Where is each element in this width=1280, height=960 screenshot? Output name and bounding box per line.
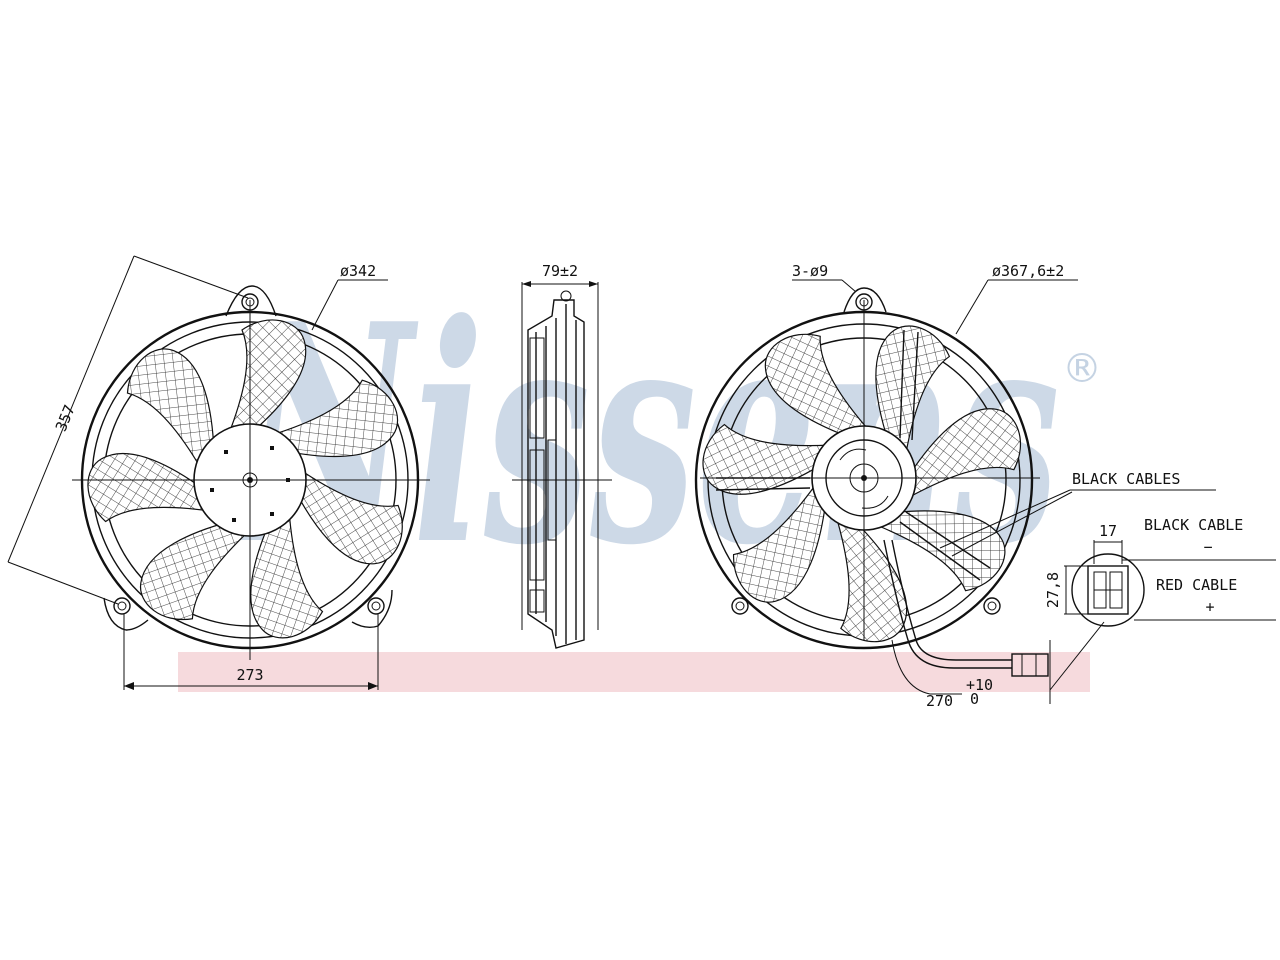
- rear-view: 270 +10 0 3-ø9 ø367,6±2 BLACK CABLES: [693, 262, 1216, 710]
- label-red-cable: RED CABLE: [1156, 576, 1237, 594]
- dim-connector-height: 27,8: [1044, 572, 1062, 608]
- dim-holes: 3-ø9: [792, 262, 828, 280]
- front-view: 357 ø342 273: [7, 255, 430, 690]
- connector-detail: 17 27,8 BLACK CABLE − RED CABLE +: [1044, 516, 1276, 691]
- dim-rear-diameter: ø367,6±2: [992, 262, 1064, 280]
- dim-diagonal: 357: [52, 402, 79, 434]
- dim-cable-length: 270: [926, 692, 953, 710]
- dim-hole-spacing: 273: [236, 666, 263, 684]
- side-view: 79±2: [512, 262, 612, 649]
- label-black-cable: BLACK CABLE: [1144, 516, 1243, 534]
- label-black-cable-sign: −: [1203, 538, 1212, 556]
- dim-cable-tol-plus: +10: [966, 676, 993, 694]
- dim-depth: 79±2: [542, 262, 578, 280]
- label-red-cable-sign: +: [1205, 598, 1214, 616]
- registered-mark: ®: [1062, 346, 1102, 392]
- label-black-cables: BLACK CABLES: [1072, 470, 1180, 488]
- dim-connector-width: 17: [1099, 522, 1117, 540]
- dim-cable-tol-minus: 0: [970, 690, 979, 708]
- dim-front-diameter: ø342: [340, 262, 376, 280]
